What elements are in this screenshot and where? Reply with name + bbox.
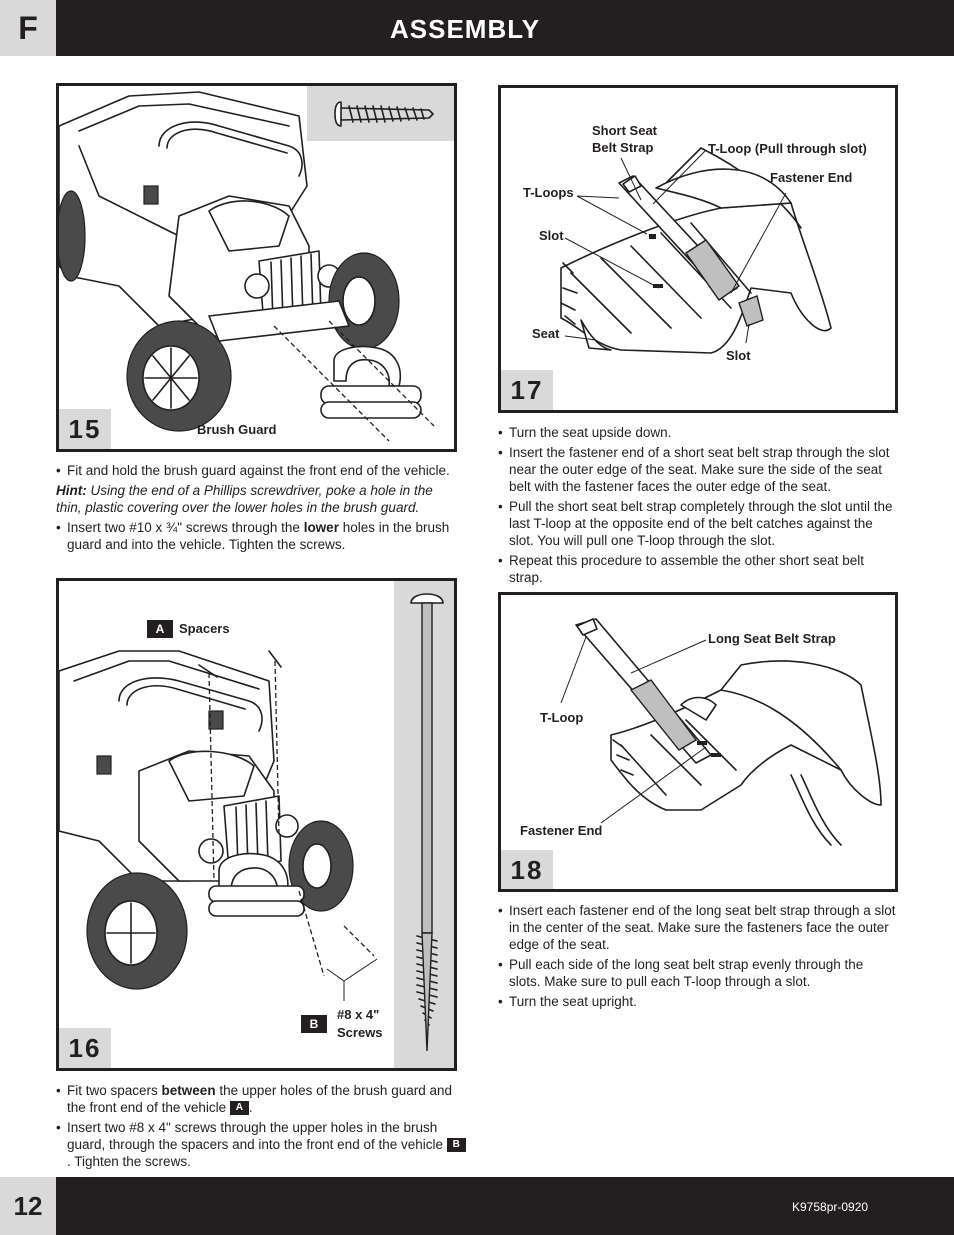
step17-bullet-2: Insert the fastener end of a short seat …: [498, 444, 898, 495]
grille: [223, 795, 282, 872]
page-title: ASSEMBLY: [390, 14, 541, 44]
badge-a: A: [147, 620, 173, 638]
footer-bar: [0, 1177, 954, 1235]
vehicle-spacers-illustration: [59, 581, 454, 1068]
brush-guard-part: [320, 345, 422, 419]
screw-icon: [334, 101, 434, 127]
step15-bullet-1: Fit and hold the brush guard against the…: [56, 462, 456, 479]
step17-instructions: Turn the seat upside down. Insert the fa…: [498, 424, 898, 589]
step16-figure: 16 A Spacers B #8 x 4" Screws: [56, 578, 457, 1071]
seat-label: Seat: [532, 326, 560, 341]
t-loop-label: T-Loop: [540, 710, 584, 725]
front-tire: [126, 320, 232, 432]
step18-bullet-3: Turn the seat upright.: [498, 993, 898, 1010]
step15-hint: Hint: Using the end of a Phillips screwd…: [56, 482, 456, 516]
step18-instructions: Insert each fastener end of the long sea…: [498, 902, 898, 1013]
hint-label: Hint:: [56, 483, 87, 498]
short-strap-label-line1: Short Seat: [592, 123, 658, 138]
section-letter: F: [0, 0, 56, 56]
step15-instructions: Fit and hold the brush guard against the…: [56, 462, 456, 556]
header-bar: [0, 0, 954, 56]
long-strap-part: [575, 618, 712, 764]
step17-figure: 17 Short Seat Belt Strap T-Loop (Pull th…: [498, 85, 898, 413]
document-code: K9758pr-0920: [792, 1200, 869, 1214]
step16-instructions: Fit two spacers between the upper holes …: [56, 1082, 466, 1173]
step15-bullet-2: Insert two #10 x ¾" screws through the l…: [56, 519, 456, 553]
vehicle-brush-guard-illustration: [59, 86, 454, 442]
fastener-end-label: Fastener End: [520, 823, 603, 838]
fastener-end-label: Fastener End: [770, 170, 853, 185]
long-strap-label: Long Seat Belt Strap: [708, 631, 836, 646]
step18-figure: 18 Long Seat Belt Strap T-Loop Fastener …: [498, 592, 898, 892]
long-screw-icon: [410, 593, 444, 1052]
spacers-part: [198, 650, 282, 678]
inline-badge-a: A: [229, 1101, 249, 1116]
t-loop-pull-label: T-Loop (Pull through slot): [708, 141, 867, 156]
step18-bullet-2: Pull each side of the long seat belt str…: [498, 956, 898, 990]
step15-figure: 15 Brush Guard: [56, 83, 457, 452]
step18-bullet-1: Insert each fastener end of the long sea…: [498, 902, 898, 953]
step-number: 18: [501, 850, 553, 889]
step-number: 17: [501, 370, 553, 410]
page-number: 12: [0, 1177, 56, 1235]
seat-part: [560, 147, 832, 354]
screws-label-line1: #8 x 4": [337, 1007, 380, 1022]
slot-label-bottom: Slot: [726, 348, 751, 363]
inline-badge-b: B: [446, 1138, 466, 1153]
step-number: 15: [59, 409, 111, 449]
badge-b: B: [301, 1015, 327, 1033]
step17-bullet-3: Pull the short seat belt strap completel…: [498, 498, 898, 549]
brush-guard-label: Brush Guard: [197, 422, 277, 437]
slot-label-left: Slot: [539, 228, 564, 243]
step16-bullet-1: Fit two spacers between the upper holes …: [56, 1082, 466, 1116]
step-number: 16: [59, 1028, 111, 1068]
step16-bullet-2: Insert two #8 x 4" screws through the up…: [56, 1119, 466, 1170]
seat-short-strap-illustration: [560, 147, 832, 354]
step17-bullet-4: Repeat this procedure to assemble the ot…: [498, 552, 898, 586]
front-tire: [86, 872, 188, 990]
spacers-label: Spacers: [179, 621, 230, 636]
step17-bullet-1: Turn the seat upside down.: [498, 424, 898, 441]
screws-label-line2: Screws: [337, 1025, 383, 1040]
seat-long-strap-illustration: [560, 618, 882, 846]
seat-part: [610, 660, 882, 846]
t-loops-label: T-Loops: [523, 185, 574, 200]
short-strap-label-line2: Belt Strap: [592, 140, 654, 155]
hint-text: Using the end of a Phillips screwdriver,…: [56, 483, 433, 515]
